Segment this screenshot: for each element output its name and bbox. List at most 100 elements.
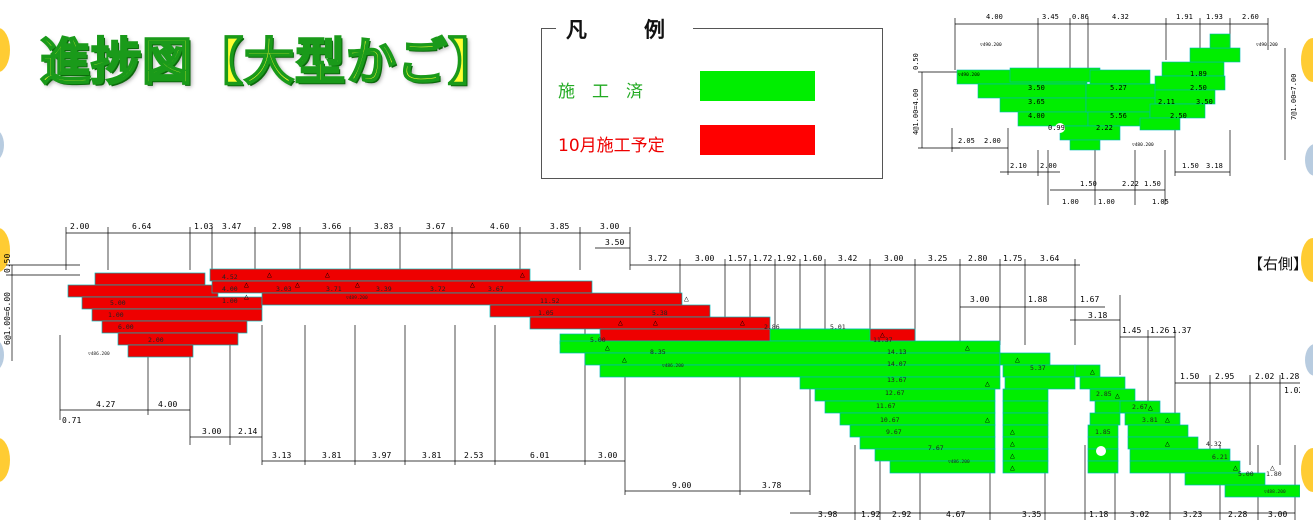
block-label: 11.52: [540, 297, 560, 305]
survey-triangle-mark: △: [965, 343, 970, 352]
done-block: [1004, 376, 1076, 390]
dim-label: 1.28: [1280, 372, 1299, 381]
block-label: 11.67: [876, 402, 896, 410]
planned-block: [209, 268, 531, 282]
top-block-label: 5.56: [1110, 112, 1127, 120]
top-diagram-manhole: [1055, 123, 1065, 133]
dim-label: 2.00: [70, 222, 89, 231]
top-dim-label: 1.93: [1206, 13, 1223, 21]
dim-label: 3.47: [222, 222, 241, 231]
top-block-label: 3.50: [1196, 98, 1213, 106]
block-label: 1.80: [1266, 470, 1282, 478]
dim-label: 3.35: [1022, 510, 1041, 519]
block-label: 11.37: [873, 336, 893, 344]
block-label: 3.03: [276, 285, 292, 293]
dim-label: 6.64: [132, 222, 151, 231]
survey-triangle-mark: △: [985, 415, 990, 424]
survey-triangle-mark: △: [1010, 451, 1015, 460]
dim-label: 4.00: [158, 400, 177, 409]
dim-label: 2.28: [1228, 510, 1247, 519]
block-label: 4.32: [1206, 440, 1222, 448]
block-label: 3.67: [488, 285, 504, 293]
dim-label: 3.78: [762, 481, 781, 490]
top-diagram-levels: ▽490.200 ▽490.200 ▽480.200 ▽490.200: [958, 42, 1278, 148]
block-label: 3.71: [326, 285, 342, 293]
decorative-flower-left: [0, 28, 10, 482]
survey-triangle-mark: △: [605, 343, 610, 352]
main-bottom-dim-labels: 4.27 4.00 0.71 3.00 2.14 3.13 3.81 3.97 …: [62, 400, 1287, 519]
done-block: [769, 328, 871, 342]
level-mark: ▽490.200: [1256, 42, 1278, 48]
dim-label: 3.00: [884, 254, 903, 263]
dim-label: 1.60: [803, 254, 822, 263]
level-mark: ▽488.200: [1264, 489, 1286, 495]
top-diagram: 4.00 3.45 0.86 4.32 1.91 1.93 2.60 0.50 …: [912, 13, 1298, 206]
block-label: 14.13: [887, 348, 907, 356]
dim-label: 2.98: [272, 222, 291, 231]
top-bottom-dim: 2.00: [984, 137, 1001, 145]
survey-triangle-mark: △: [653, 318, 658, 327]
block-label: 2.67: [1132, 403, 1148, 411]
block-label: 5.38: [652, 309, 668, 317]
legend-swatch-done: [700, 71, 815, 101]
legend-box: 施 工 済 10月施工予定: [541, 28, 883, 179]
side-label: 【右側】: [1248, 255, 1309, 273]
planned-block: [489, 304, 711, 318]
dim-label: 0.71: [62, 416, 81, 425]
survey-triangle-mark: △: [355, 280, 360, 289]
block-label: 13.67: [887, 376, 907, 384]
dim-label: 1.67: [1080, 295, 1099, 304]
survey-triangle-mark: △: [1090, 367, 1095, 376]
done-block: [1089, 412, 1121, 426]
top-bottom-dim: 1.50: [1144, 180, 1161, 188]
block-label: 7.67: [928, 444, 944, 452]
block-label: 1.00: [108, 311, 124, 319]
top-bottom-dim: 1.05: [1152, 198, 1169, 206]
top-block-label: 5.27: [1110, 84, 1127, 92]
dim-label: 3.98: [818, 510, 837, 519]
level-mark: ▽489.200: [346, 295, 368, 301]
done-block: [1002, 412, 1049, 426]
dim-label: 3.02: [1130, 510, 1149, 519]
level-mark: ▽490.200: [980, 42, 1002, 48]
top-dim-label: 2.60: [1242, 13, 1259, 21]
dim-label: 3.66: [322, 222, 341, 231]
survey-triangle-mark: △: [684, 294, 689, 303]
done-block: [824, 400, 996, 414]
block-label: 5.00: [110, 299, 126, 307]
red-block-labels: 5.00 1.00 6.00 2.00 4.52 4.00 1.00 3.03 …: [108, 273, 846, 344]
dim-label: 3.67: [426, 222, 445, 231]
planned-block: [94, 272, 206, 286]
dim-label: 4.67: [946, 510, 965, 519]
planned-blocks: [67, 268, 916, 358]
top-block-label: 4.00: [1028, 112, 1045, 120]
top-left-dim: 0.50: [912, 53, 920, 70]
top-block-label: 2.11: [1158, 98, 1175, 106]
top-bottom-dim: 3.18: [1206, 162, 1223, 170]
dim-label: 3.42: [838, 254, 857, 263]
block-label: 2.00: [148, 336, 164, 344]
survey-triangle-mark: △: [1233, 463, 1238, 472]
level-mark: ▽490.200: [958, 72, 980, 78]
survey-triangle-mark: △: [1115, 391, 1120, 400]
level-mark: ▽486.200: [662, 363, 684, 369]
legend-item-planned: 10月施工予定: [542, 125, 882, 159]
dim-label: 2.53: [464, 451, 483, 460]
top-left-dim: 4@1.00=4.00: [912, 89, 920, 135]
survey-triangle-mark: △: [1015, 355, 1020, 364]
legend-swatch-planned: [700, 125, 815, 155]
top-dim-label: 4.32: [1112, 13, 1129, 21]
block-label: 2.85: [1096, 390, 1112, 398]
block-label: 2.86: [764, 323, 780, 331]
done-blocks: [559, 328, 1300, 498]
dim-label: 3.00: [970, 295, 989, 304]
dim-label: 3.81: [322, 451, 341, 460]
block-label: 5.37: [1030, 364, 1046, 372]
block-label: 1.05: [538, 309, 554, 317]
dim-label: 1.72: [753, 254, 772, 263]
legend-label-done: 施 工 済: [558, 82, 643, 102]
top-right-dim: 7@1.00=7.00: [1290, 74, 1298, 120]
dim-label: 2.80: [968, 254, 987, 263]
legend-heading: 凡 例: [556, 14, 693, 44]
dim-label: 3.64: [1040, 254, 1059, 263]
